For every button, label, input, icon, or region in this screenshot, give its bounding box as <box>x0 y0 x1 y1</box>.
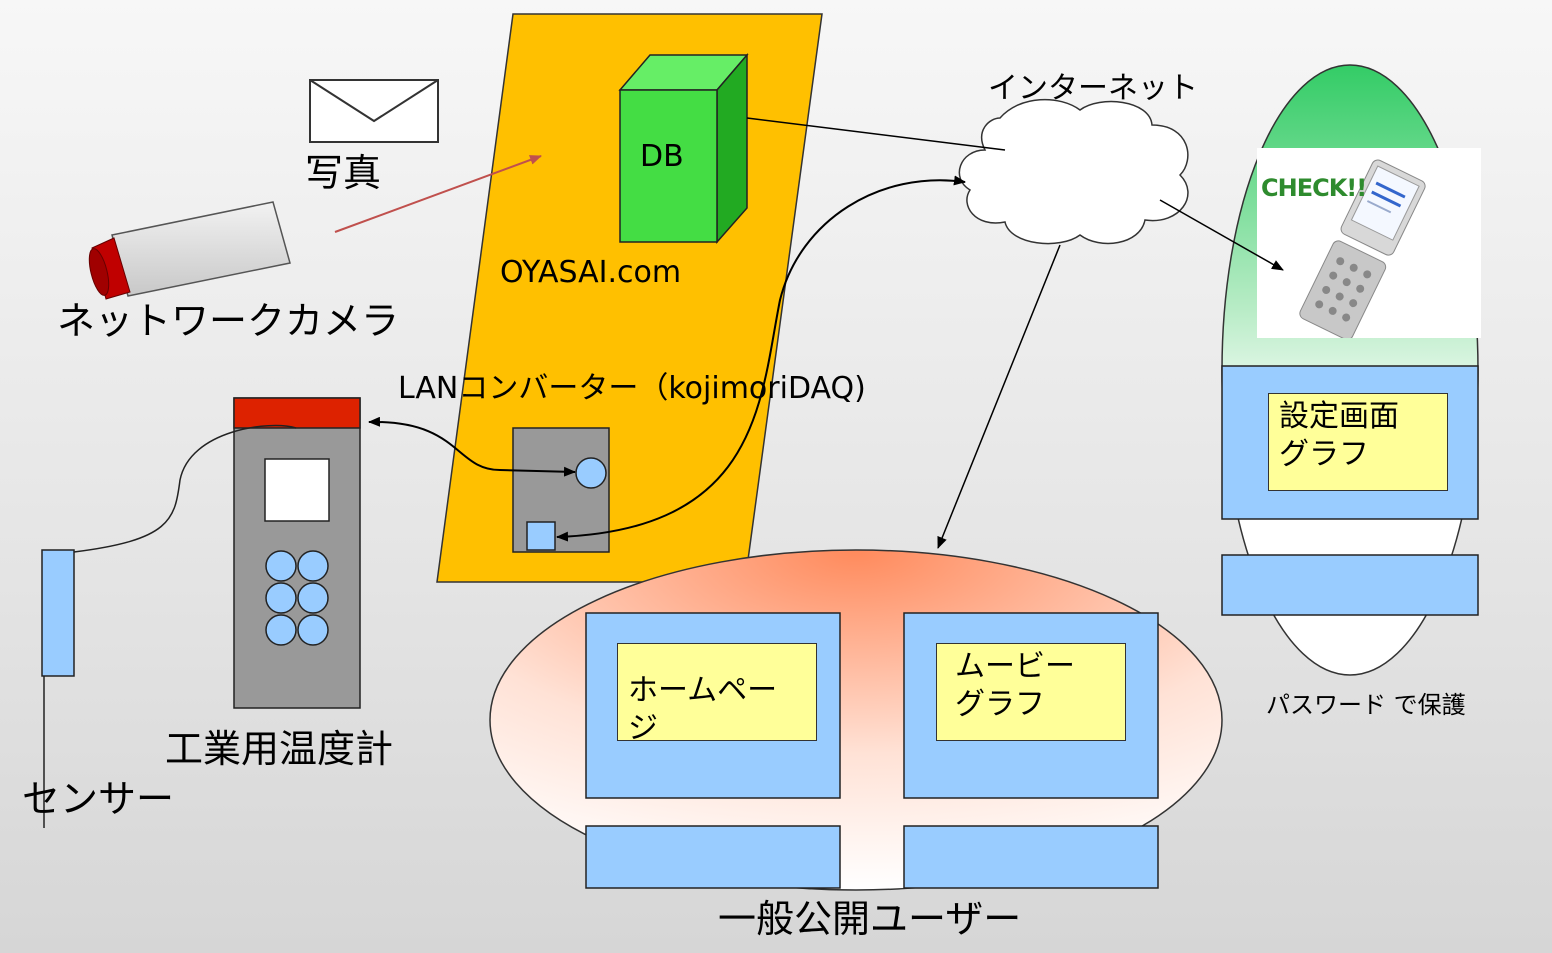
sensor-device <box>41 549 75 828</box>
check-label: CHECK!! <box>1261 174 1367 202</box>
sensor-cable <box>73 424 297 553</box>
movie-text: ムービー <box>955 649 1075 684</box>
mobile-check-card: CHECK!! <box>1257 148 1481 341</box>
lan-converter-label: LANコンバーター（kojimoriDAQ) <box>398 371 866 406</box>
homepage-text: ホームページ <box>628 673 778 746</box>
mobile-phone-icon <box>1299 159 1426 341</box>
converter-internet-link <box>556 175 966 542</box>
settings-box: 設定画面 グラフ <box>1268 393 1448 491</box>
internet-label: インターネット <box>988 71 1198 106</box>
public-users-label: 一般公開ユーザー <box>718 897 1022 941</box>
network-camera-icon <box>88 201 291 300</box>
thermometer-link <box>368 416 576 477</box>
internet-public-arrow <box>937 244 1061 549</box>
site-label: OYASAI.com <box>500 255 682 290</box>
homepage-box: ホームページ <box>617 643 817 746</box>
photo-label: 写真 <box>305 151 382 195</box>
movie-graph-text: グラフ <box>955 686 1045 722</box>
db-label: DB <box>640 139 684 174</box>
homepage-base <box>585 825 841 889</box>
protected-label: パスワード で保護 <box>1266 691 1466 719</box>
network-camera-label: ネットワークカメラ <box>57 299 400 343</box>
settings-graph-text: グラフ <box>1279 436 1369 472</box>
movie-box: ムービー グラフ <box>936 643 1126 741</box>
sensor-label: センサー <box>22 777 175 821</box>
settings-base <box>1221 554 1479 616</box>
settings-text: 設定画面 <box>1279 399 1399 434</box>
photo-arrow <box>334 155 542 233</box>
thermometer-device <box>233 397 361 709</box>
mail-icon <box>309 79 439 143</box>
db-internet-link <box>746 117 1006 151</box>
movie-base <box>903 825 1159 889</box>
thermometer-label: 工業用温度計 <box>165 727 394 771</box>
internet-cloud <box>958 98 1189 245</box>
